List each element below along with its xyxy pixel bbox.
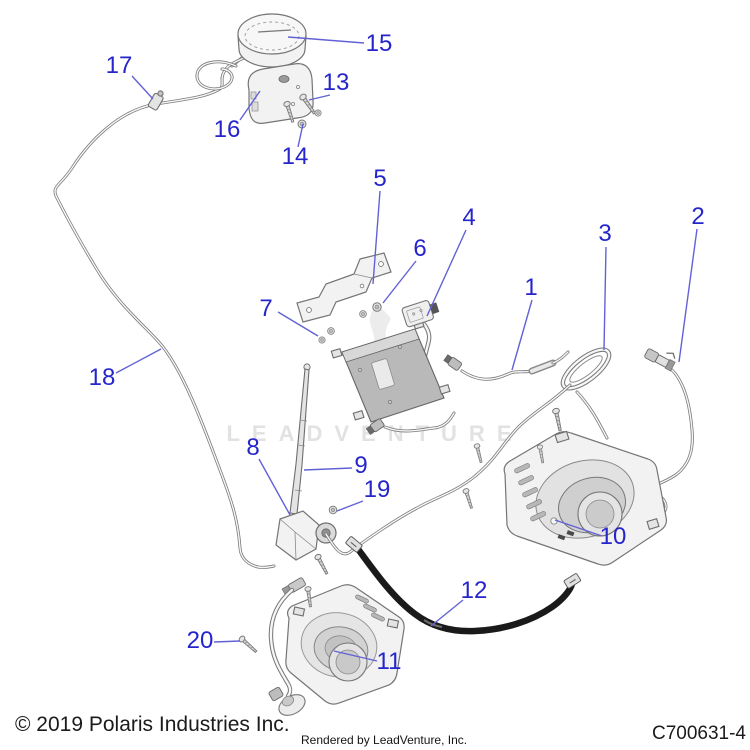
callout-number[interactable]: 7 [259,295,272,322]
callout-leader-line [511,299,533,371]
part-speaker-10 [503,430,668,566]
part-screw [461,487,475,510]
part-receiver-module [330,318,451,423]
part-nut-6 [372,302,382,312]
part-wiring-harness-1 [324,347,612,556]
callout-1[interactable]: 1 [511,274,538,371]
callout-leader-line [430,599,464,627]
callout-9[interactable]: 9 [303,452,368,479]
callout-number[interactable]: 8 [246,434,259,461]
callout-leader-line [277,311,319,337]
callout-number[interactable]: 11 [377,648,402,675]
part-plug [268,686,306,716]
callout-19[interactable]: 19 [336,476,391,512]
callout-number[interactable]: 6 [413,235,426,262]
part-nut-19 [328,505,338,515]
callout-4[interactable]: 4 [426,204,476,317]
callout-number[interactable]: 18 [89,364,116,391]
callout-number[interactable]: 12 [461,577,488,604]
callout-6[interactable]: 6 [382,235,427,304]
callout-leader-line [213,640,241,643]
callout-8[interactable]: 8 [246,434,291,516]
part-connector-4 [401,300,440,328]
callout-number[interactable]: 19 [364,476,391,503]
callout-2[interactable]: 2 [678,203,705,363]
part-nut-7b [327,327,335,335]
part-speaker-11 [268,577,405,716]
callout-number[interactable]: 15 [366,30,393,57]
part-nut-7 [318,336,326,344]
part-antenna-module-16 [247,63,314,124]
callout-11[interactable]: 11 [333,648,402,675]
part-antenna-cable-18 [53,51,276,569]
callout-leader-line [287,36,365,44]
callout-number[interactable]: 17 [106,52,133,79]
callout-13[interactable]: 13 [308,69,350,101]
callout-leader-line [297,123,304,148]
part-cable-clamp-17 [147,90,164,111]
callout-leader-line [382,260,417,304]
callout-17[interactable]: 17 [106,52,154,100]
callout-leader-line [336,500,364,512]
callout-18[interactable]: 18 [89,348,162,391]
part-screw [473,442,485,464]
callout-number[interactable]: 16 [214,116,241,143]
callout-leader-line [554,519,603,537]
diagram-code: C700631-4 [652,723,746,744]
callout-leader-line [131,75,154,100]
callout-number[interactable]: 9 [354,452,367,479]
callout-5[interactable]: 5 [372,165,387,285]
callout-14[interactable]: 14 [282,123,309,170]
callout-leader-line [115,348,162,374]
callout-leader-line [239,90,261,121]
part-nut-6b [359,310,367,318]
callout-number[interactable]: 1 [524,274,537,301]
callout-10[interactable]: 10 [554,519,627,550]
part-screw-20 [237,634,259,655]
callout-number[interactable]: 14 [282,143,309,170]
callout-number[interactable]: 20 [187,627,214,654]
callout-number[interactable]: 13 [323,69,350,96]
callout-leader-line [333,650,378,662]
callout-16[interactable]: 16 [214,90,261,143]
part-mount-bracket-5 [296,252,392,323]
rendered-by-text: Rendered by LeadVenture, Inc. [301,733,467,747]
callout-number[interactable]: 3 [598,220,611,247]
callout-number[interactable]: 2 [691,203,704,230]
part-strap-12 [345,536,581,635]
callout-leader-line [678,228,698,363]
callout-leader-line [258,458,291,516]
part-antenna-base-8 [275,510,320,561]
callout-3[interactable]: 3 [598,220,612,351]
callout-number[interactable]: 4 [462,204,475,231]
callout-leader-line [603,246,607,351]
part-nut-13b [314,109,322,117]
callout-leader-line [303,467,353,471]
callout-12[interactable]: 12 [430,577,488,627]
copyright-text: © 2019 Polaris Industries Inc. [15,713,290,736]
callout-number[interactable]: 10 [600,523,627,550]
callout-number[interactable]: 5 [373,165,386,192]
harness-coil-3 [560,347,612,391]
part-screw [313,552,331,576]
part-gps-antenna-15 [237,13,307,68]
callout-leader-line [308,94,331,101]
callout-leader-line [426,229,467,317]
watermark-text: LEADVENTURE [226,421,523,446]
callout-7[interactable]: 7 [259,295,319,337]
part-screw [551,407,564,432]
callout-leader-line [372,190,381,285]
callout-20[interactable]: 20 [187,627,241,654]
callout-15[interactable]: 15 [287,30,393,57]
